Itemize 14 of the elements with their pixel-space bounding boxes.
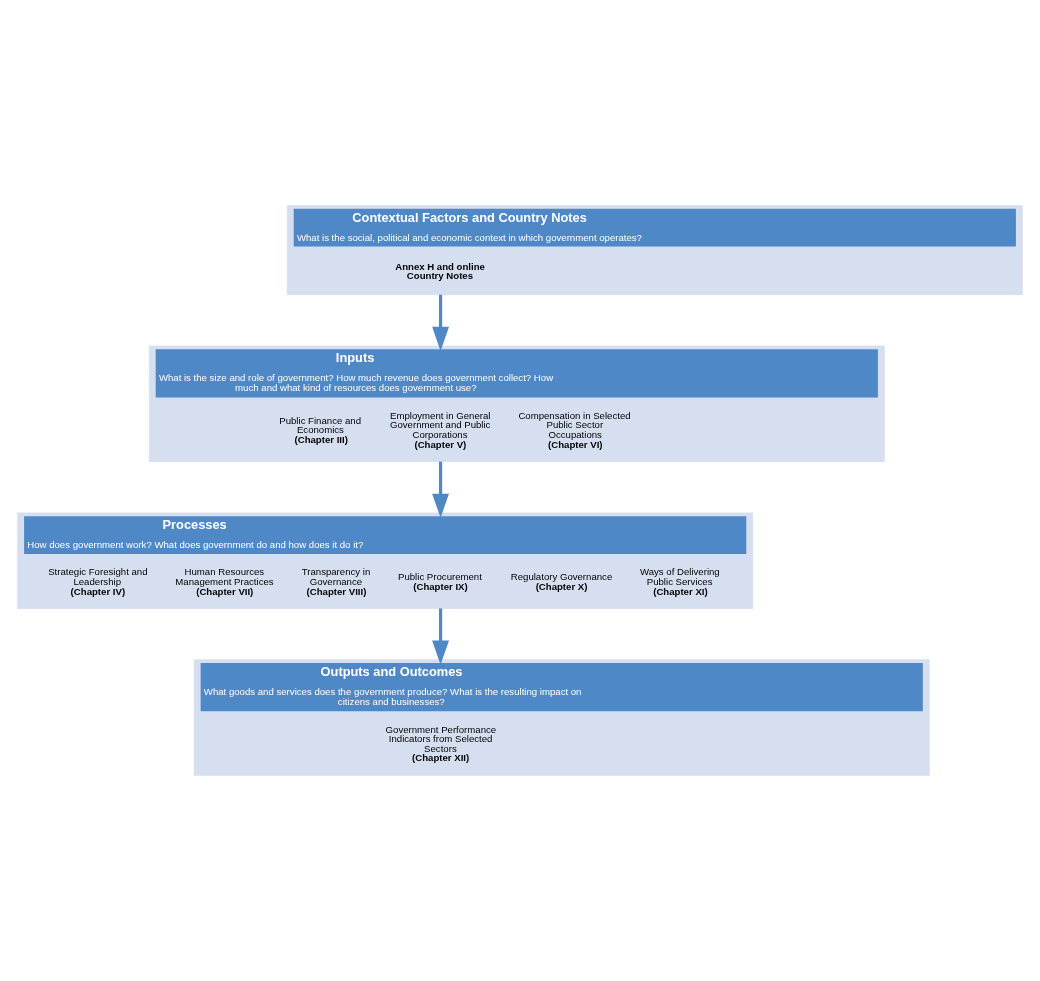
node-text: Strategic Foresight and Leadership (Chapter IV)	[48, 566, 148, 597]
node-text: Compensation in Selected Public Sector Occupations (Chapter VI)	[518, 409, 631, 450]
node-text: Ways of Delivering Public Services (Chapter XI)	[639, 566, 720, 597]
arrow	[432, 294, 449, 351]
node-text: Annex H and online Country Notes	[395, 260, 485, 282]
arrow	[432, 608, 449, 665]
node-text: Public Finance and Economics (Chapter III)	[279, 414, 361, 445]
node-text: Public Procurement (Chapter IX)	[398, 571, 482, 592]
node-text: Transparency in Governance (Chapter VIII)	[301, 566, 371, 597]
arrow	[432, 461, 449, 518]
node-text: Government Performance Indicators from Selected Sectors (Chapter XII)	[385, 723, 497, 764]
node-text: Regulatory Governance (Chapter X)	[510, 571, 613, 592]
node-text: Employment in General Government and Public Corporations (Chapter V)	[390, 409, 491, 450]
node-text: Human Resources Management Practices (Chapter VII)	[175, 566, 274, 597]
